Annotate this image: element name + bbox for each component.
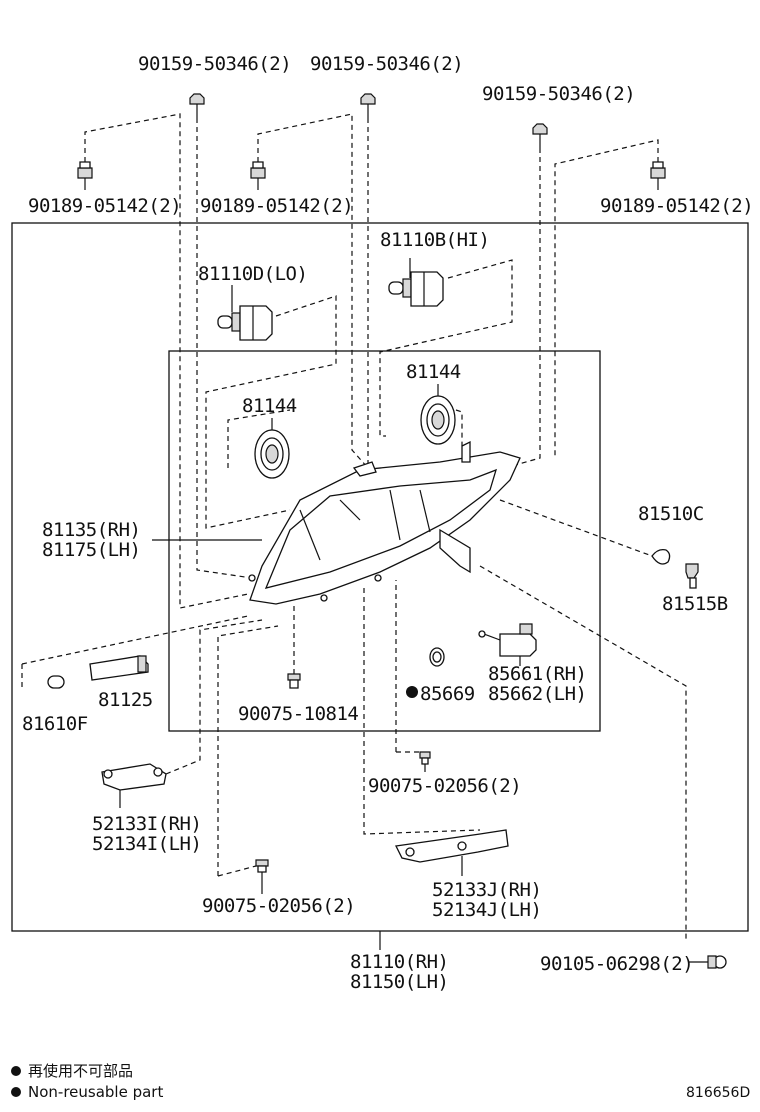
inner-frame (168, 350, 601, 732)
screw-right-icon[interactable] (707, 955, 727, 969)
label-bolt-a: 90159-50346(2) (138, 53, 291, 75)
label-bracket-i-rh: 52133I(RH) (92, 813, 201, 835)
legend-jp: 再使用不可部品 (28, 1062, 133, 1080)
label-bracket-i-lh: 52134I(LH) (92, 833, 201, 855)
label-housing-lh: 81175(LH) (42, 539, 140, 561)
socket-icon[interactable] (685, 563, 699, 589)
label-screw-low: 90075-02056(2) (202, 895, 355, 917)
side-lamp-icon[interactable] (651, 548, 671, 565)
bulb-81610f-icon[interactable] (47, 675, 65, 689)
bulb-lo-icon[interactable] (217, 285, 273, 341)
bolt-a-icon[interactable] (189, 93, 205, 118)
nut-b-icon[interactable] (250, 161, 266, 190)
label-assy-rh: 81110(RH) (350, 951, 448, 973)
headlamp-housing-icon[interactable] (248, 440, 521, 605)
label-bulb-81610f: 81610F (22, 713, 88, 735)
nut-c-icon[interactable] (650, 161, 666, 190)
label-nut-b: 90189-05142(2) (200, 195, 353, 217)
legend-bullet-jp (11, 1066, 21, 1076)
label-assy-lh: 81150(LH) (350, 971, 448, 993)
diagram-code: 816656D (686, 1085, 750, 1101)
label-cap-upper: 81144 (406, 361, 461, 383)
leveling-motor-icon[interactable] (478, 623, 537, 657)
legend-bullet-en (11, 1087, 21, 1097)
lamp-81125-icon[interactable] (89, 655, 149, 681)
label-cap-lower: 81144 (242, 395, 297, 417)
label-bracket-j-rh: 52133J(RH) (432, 879, 541, 901)
bracket-i-icon[interactable] (101, 763, 167, 791)
label-gasket: 85669 (420, 683, 475, 705)
cap-upper-icon[interactable] (420, 384, 456, 445)
label-screw-mid: 90075-02056(2) (368, 775, 521, 797)
label-nut-a: 90189-05142(2) (28, 195, 181, 217)
bracket-j-icon[interactable] (395, 829, 509, 863)
label-motor-rh: 85661(RH) (488, 663, 586, 685)
label-bolt-c: 90159-50346(2) (482, 83, 635, 105)
legend-en: Non-reusable part (28, 1083, 163, 1101)
screw-low-icon[interactable] (255, 859, 269, 873)
bulb-hi-icon[interactable] (388, 258, 444, 307)
label-bulb-hi: 81110B(HI) (380, 229, 489, 251)
non-reusable-mark (406, 686, 418, 698)
label-motor-lh: 85662(LH) (488, 683, 586, 705)
screw-mid-icon[interactable] (419, 751, 431, 765)
label-screw-center: 90075-10814 (238, 703, 358, 725)
label-socket: 81515B (662, 593, 728, 615)
gasket-icon[interactable] (429, 647, 445, 667)
label-screw-right: 90105-06298(2) (540, 953, 693, 975)
label-lamp-81125: 81125 (98, 689, 153, 711)
screw-center-icon[interactable] (287, 673, 301, 689)
label-housing-rh: 81135(RH) (42, 519, 140, 541)
label-nut-c: 90189-05142(2) (600, 195, 753, 217)
label-bulb-lo: 81110D(LO) (198, 263, 307, 285)
bolt-b-icon[interactable] (360, 93, 376, 118)
label-side-lamp: 81510C (638, 503, 704, 525)
label-bracket-j-lh: 52134J(LH) (432, 899, 541, 921)
nut-a-icon[interactable] (77, 161, 93, 190)
bolt-c-icon[interactable] (532, 123, 548, 148)
cap-lower-icon[interactable] (254, 418, 290, 479)
label-bolt-b: 90159-50346(2) (310, 53, 463, 75)
